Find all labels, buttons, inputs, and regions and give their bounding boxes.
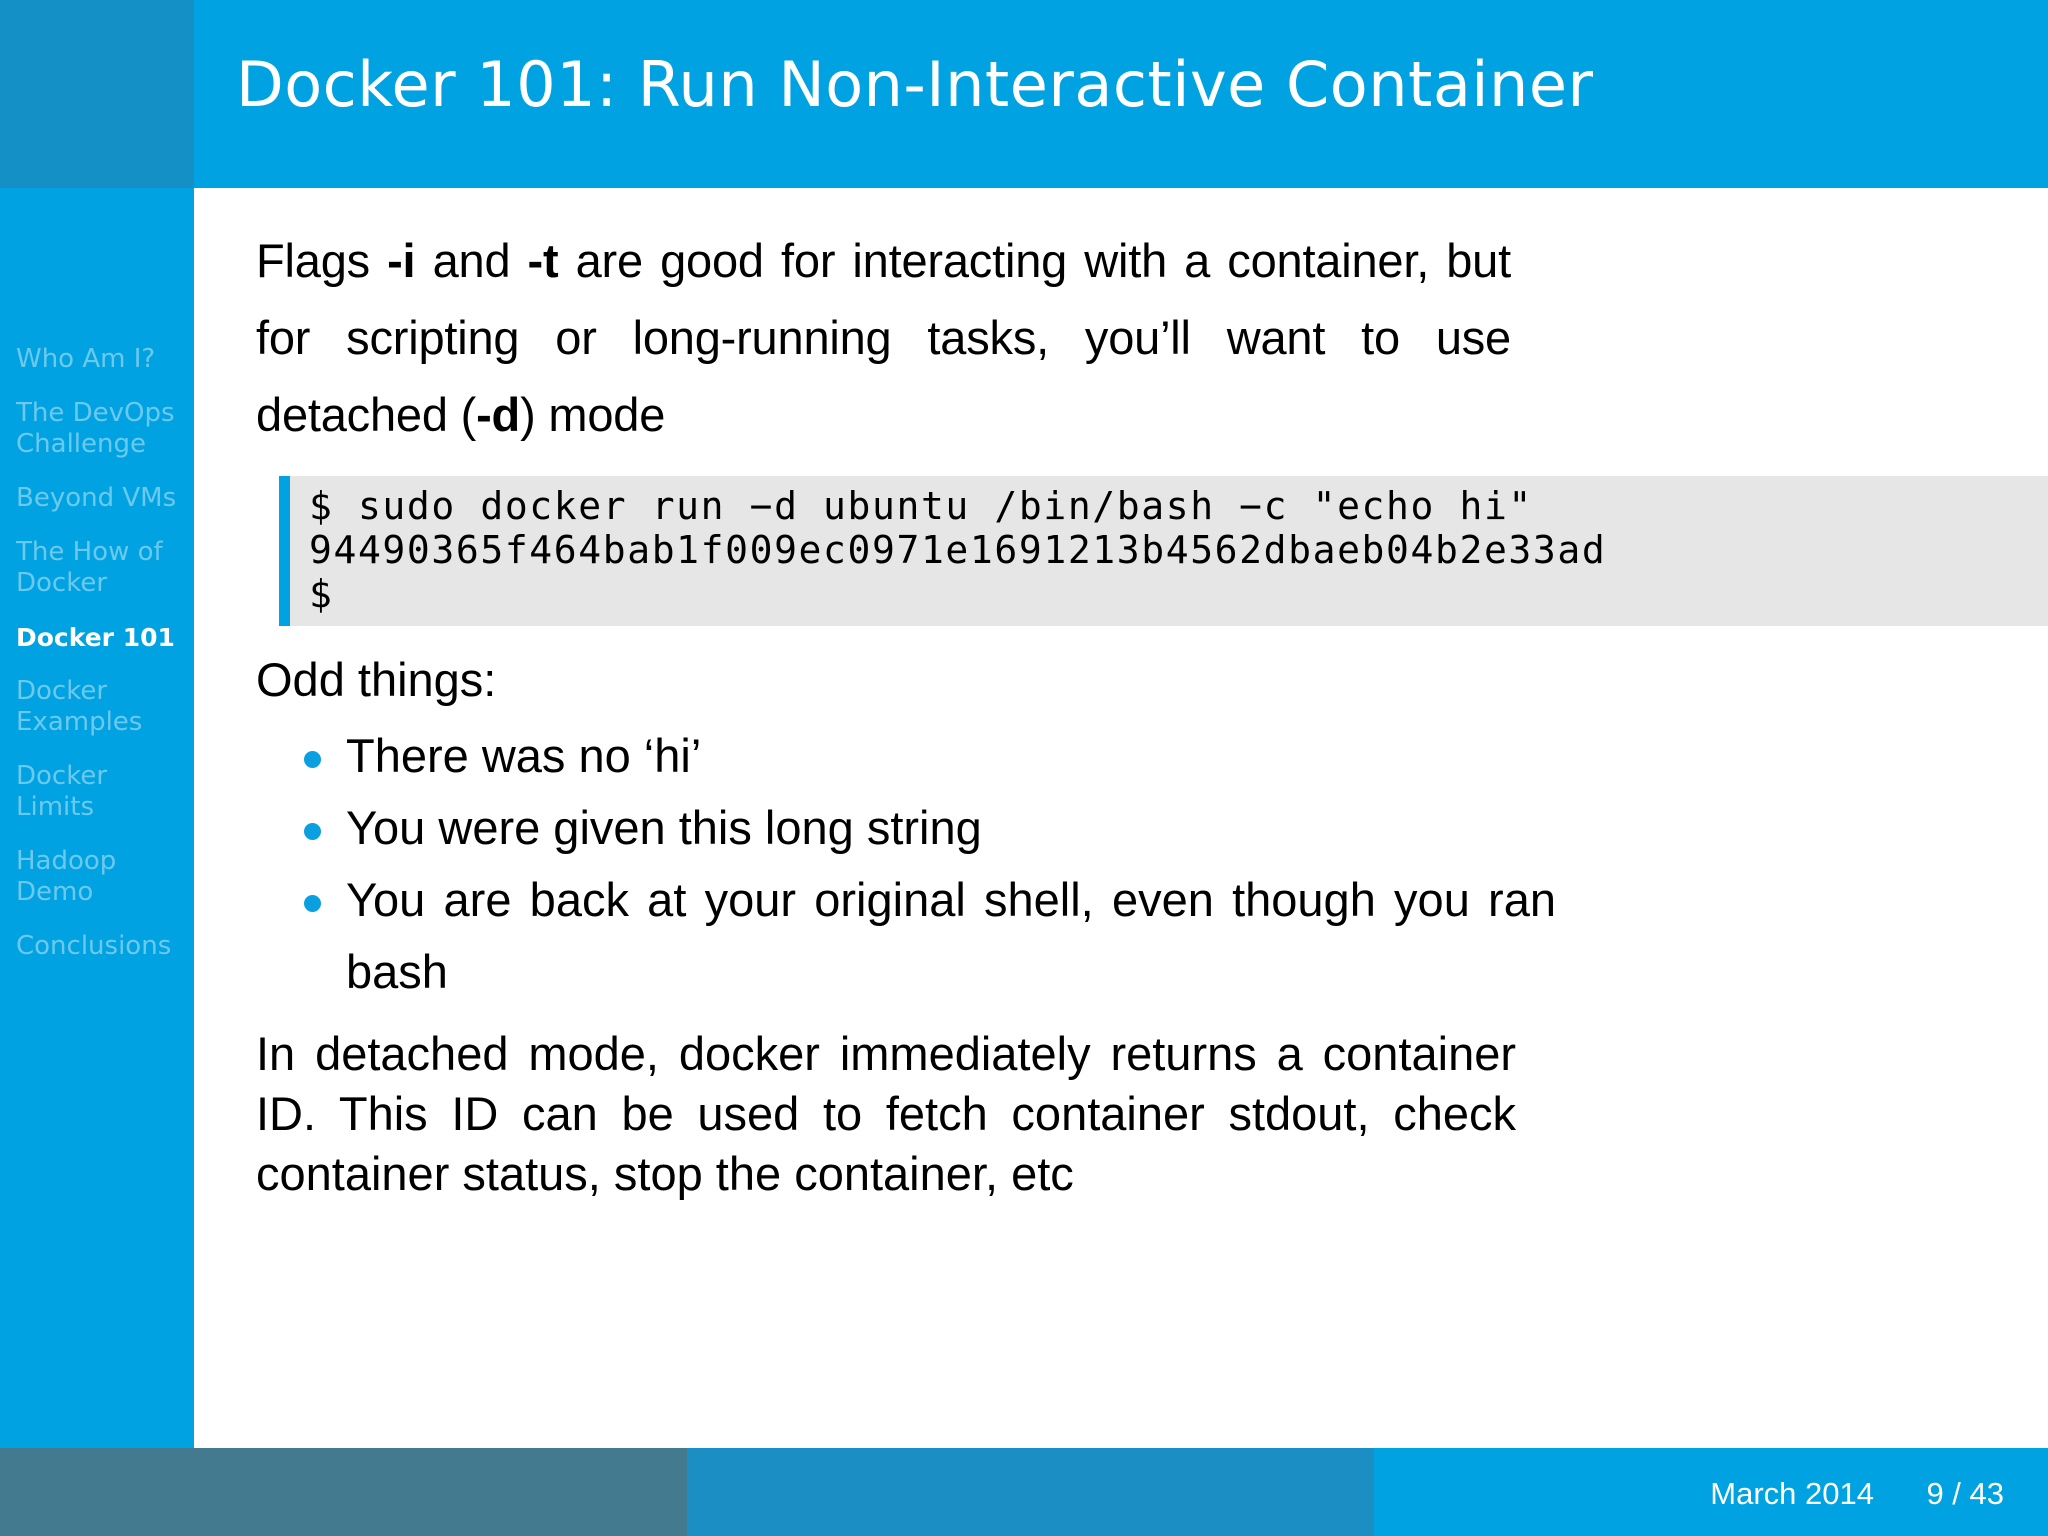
flag-t: -t <box>527 234 559 287</box>
slide-title-bar: Docker 101: Run Non-Interactive Containe… <box>194 0 2048 188</box>
sidebar-item-docker-101[interactable]: Docker 101 <box>16 623 175 652</box>
slide-content: Flags -i and -t are good for interacting… <box>194 188 2048 1448</box>
intro-text-2: and <box>415 234 528 287</box>
sidebar-item-beyond-vms[interactable]: Beyond VMs <box>16 483 177 513</box>
sidebar-item-docker-limits[interactable]: Docker Limits <box>16 761 108 822</box>
odd-things-heading: Odd things: <box>256 653 497 706</box>
terminal-code-block: $ sudo docker run −d ubuntu /bin/bash −c… <box>279 476 2048 626</box>
list-item: You are back at your original shell, eve… <box>300 864 1556 1008</box>
footer-segment-right: March 2014 9 / 43 <box>1374 1448 2048 1536</box>
sidebar-item-hadoop-demo[interactable]: Hadoop Demo <box>16 846 117 907</box>
sidebar-header-block <box>0 0 194 188</box>
intro-paragraph: Flags -i and -t are good for interacting… <box>256 222 1511 453</box>
flag-d: -d <box>476 388 521 441</box>
sidebar-nav: Who Am I? The DevOps Challenge Beyond VM… <box>0 188 194 1448</box>
bullet-dot-icon <box>304 823 321 840</box>
sidebar-item-docker-examples[interactable]: Docker Examples <box>16 676 143 737</box>
footer-date: March 2014 <box>1710 1476 1874 1511</box>
code-line-prompt: $ <box>309 572 334 616</box>
list-item-label: There was no ‘hi’ <box>346 729 702 782</box>
page-title: Docker 101: Run Non-Interactive Containe… <box>236 48 1594 121</box>
list-item-label: You were given this long string <box>346 801 982 854</box>
sidebar-item-who-am-i[interactable]: Who Am I? <box>16 344 156 374</box>
bullet-dot-icon <box>304 895 321 912</box>
odd-things-list: There was no ‘hi’ You were given this lo… <box>256 720 2048 1008</box>
sidebar-item-the-how-of-docker[interactable]: The How of Docker <box>16 537 163 598</box>
bullet-dot-icon <box>304 751 321 768</box>
list-item-label: You are back at your original shell, eve… <box>346 873 1556 998</box>
code-line-command: $ sudo docker run −d ubuntu /bin/bash −c… <box>309 484 1533 528</box>
intro-text-3: are good for interacting with a containe… <box>256 234 1511 441</box>
code-line-container-id: 94490365f464bab1f009ec0971e1691213b4562d… <box>309 528 1607 572</box>
sidebar-item-conclusions[interactable]: Conclusions <box>16 931 172 961</box>
flag-i: -i <box>387 234 416 287</box>
list-item: There was no ‘hi’ <box>300 720 1556 792</box>
footer-segment-left <box>0 1448 687 1536</box>
intro-text-4: ) mode <box>520 388 666 441</box>
list-item: You were given this long string <box>300 792 1556 864</box>
closing-paragraph: In detached mode, docker immediately ret… <box>256 1027 1516 1200</box>
intro-text-1: Flags <box>256 234 388 287</box>
sidebar-item-the-devops-challenge[interactable]: The DevOps Challenge <box>16 398 175 459</box>
slide-footer: March 2014 9 / 43 <box>0 1448 2048 1536</box>
footer-segment-middle <box>687 1448 1374 1536</box>
footer-page-number: 9 / 43 <box>1926 1476 2004 1511</box>
